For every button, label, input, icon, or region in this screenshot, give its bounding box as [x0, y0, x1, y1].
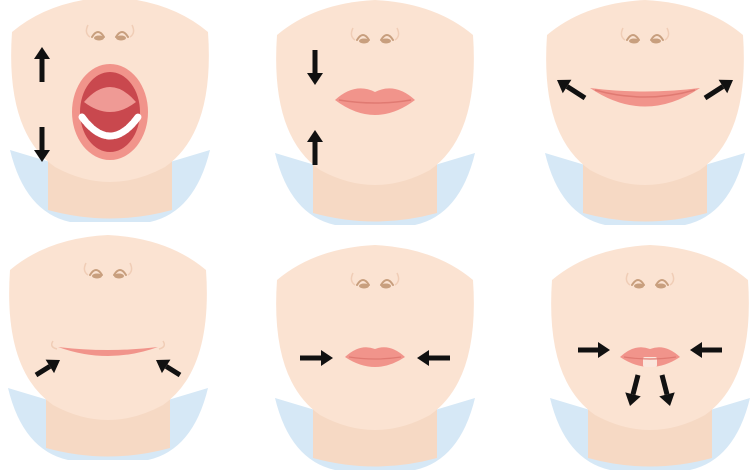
face [276, 245, 474, 430]
nostril [94, 36, 104, 41]
face [551, 245, 749, 430]
panel-wide-smile [8, 235, 208, 460]
nostril [114, 274, 124, 279]
nostril [634, 284, 644, 289]
panel-open-mouth [10, 0, 210, 222]
panel-pucker-jaw [550, 245, 750, 470]
nostril [116, 36, 126, 41]
nostril [359, 284, 369, 289]
panel-smile [545, 0, 745, 225]
nostril [381, 284, 391, 289]
nostril [651, 39, 661, 44]
nostril [381, 39, 391, 44]
face [9, 235, 207, 420]
nostril [656, 284, 666, 289]
nostril [359, 39, 369, 44]
panel-pucker [275, 245, 475, 470]
panel-closed-lips [275, 0, 475, 225]
nostril [629, 39, 639, 44]
nostril [92, 274, 102, 279]
